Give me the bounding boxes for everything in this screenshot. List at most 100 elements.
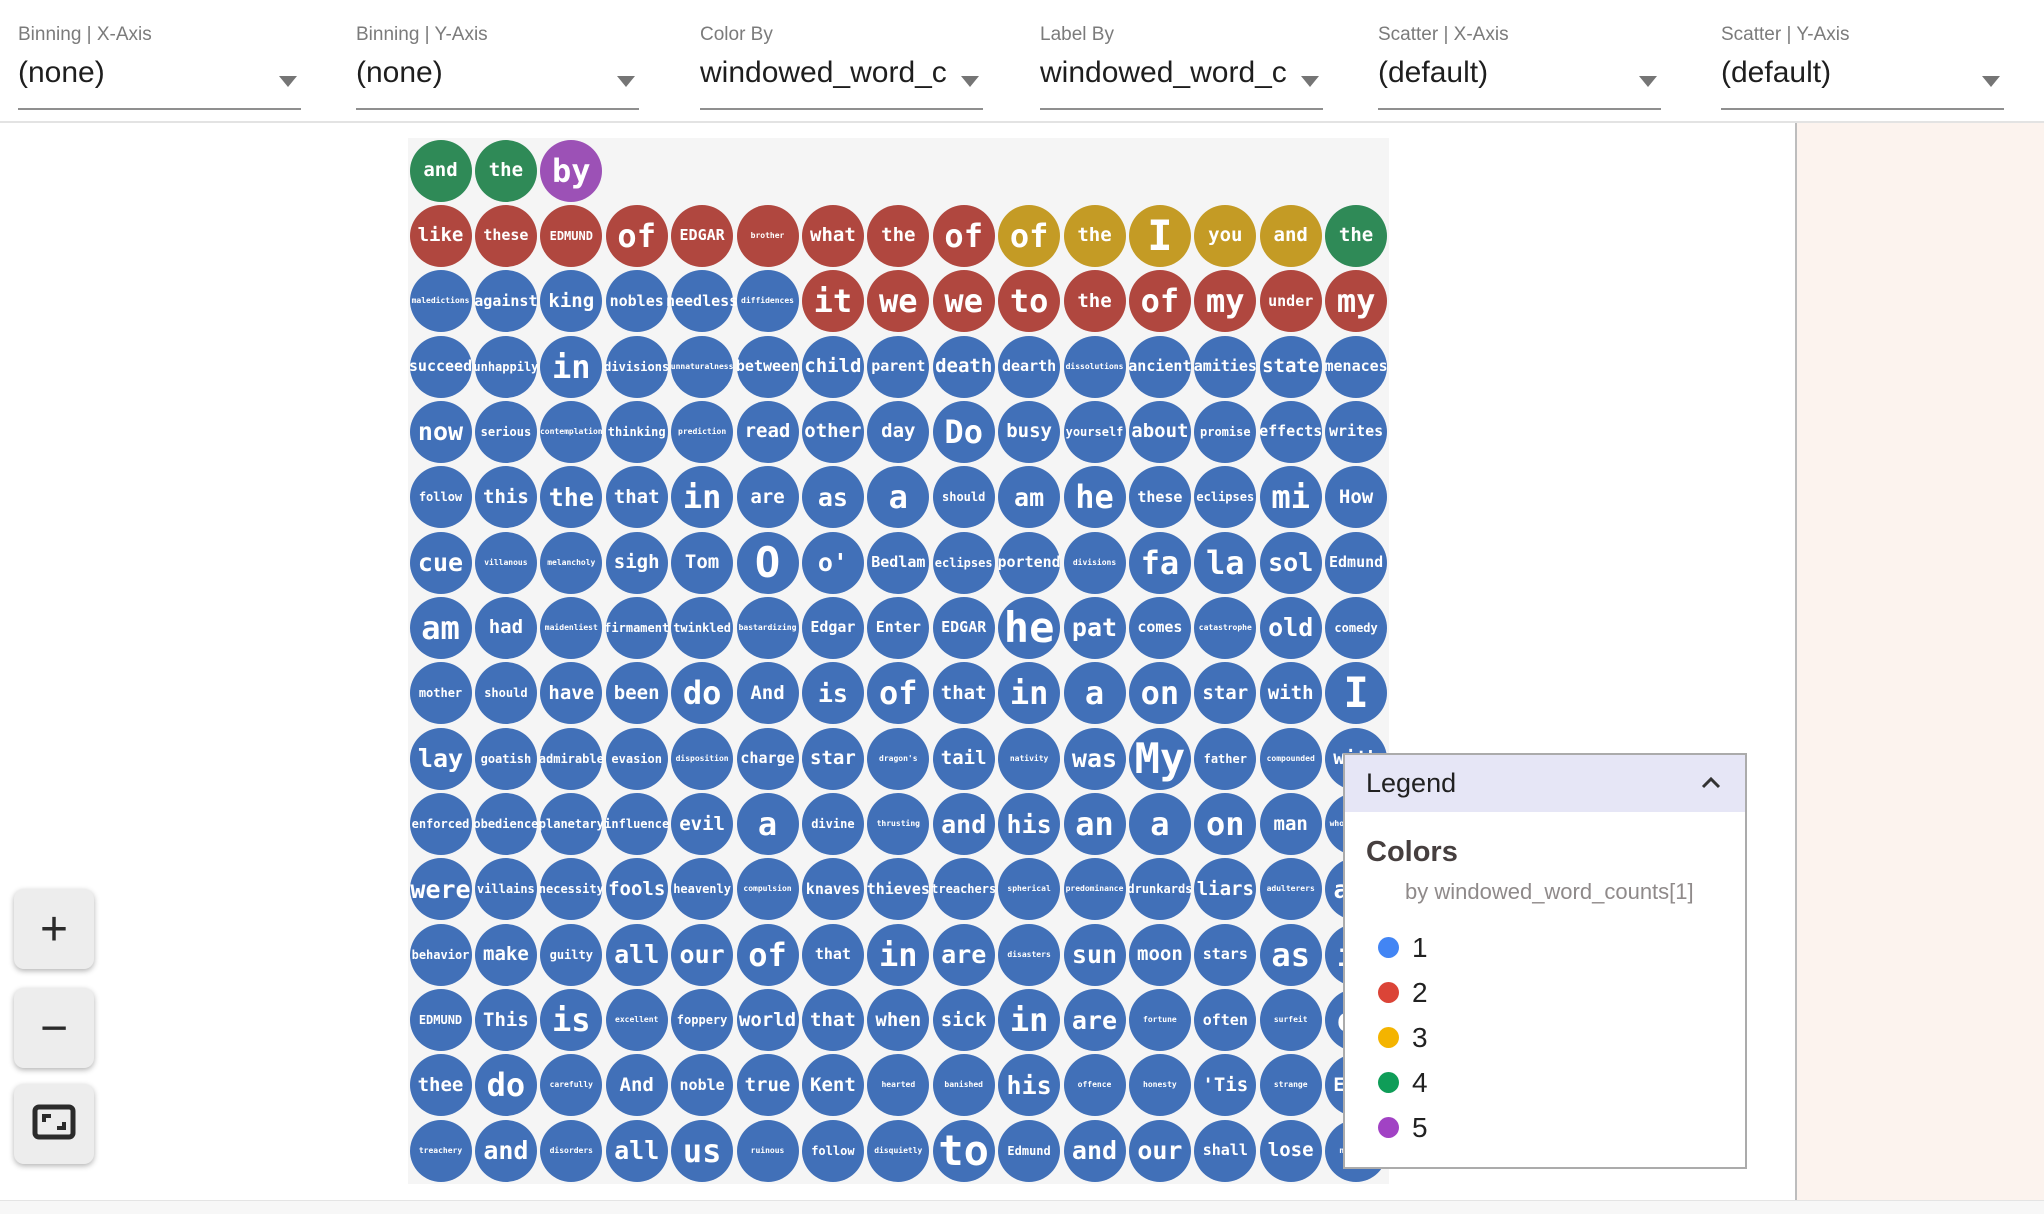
word-bubble[interactable]: drunkards <box>1127 858 1192 921</box>
word-bubble[interactable]: that <box>801 923 864 986</box>
word-bubble[interactable]: Edgar <box>801 596 864 659</box>
word-bubble[interactable]: nativity <box>998 727 1061 790</box>
word-bubble[interactable]: the <box>474 139 537 202</box>
word-bubble[interactable]: that <box>932 662 995 725</box>
word-bubble[interactable]: ruinous <box>736 1119 799 1182</box>
word-bubble[interactable]: menaces <box>1324 335 1388 398</box>
word-bubble[interactable]: EDGAR <box>932 596 995 659</box>
word-bubble[interactable]: like <box>409 204 472 267</box>
word-bubble[interactable]: our <box>1128 1119 1191 1182</box>
word-bubble[interactable]: true <box>736 1054 799 1117</box>
word-bubble[interactable]: brother <box>736 204 799 267</box>
word-bubble[interactable]: have <box>540 662 603 725</box>
word-bubble[interactable]: My <box>1128 727 1191 790</box>
word-bubble[interactable]: fools <box>605 858 668 921</box>
word-bubble[interactable]: liars <box>1194 858 1257 921</box>
word-bubble[interactable]: prediction <box>671 400 734 463</box>
word-bubble[interactable]: needless <box>666 270 738 333</box>
word-bubble[interactable]: predominance <box>1063 858 1126 921</box>
word-bubble[interactable]: mi <box>1259 466 1322 529</box>
word-bubble[interactable]: I <box>1128 204 1191 267</box>
word-bubble[interactable]: divisions <box>604 335 669 398</box>
word-bubble[interactable]: it <box>801 270 864 333</box>
word-bubble[interactable]: of <box>932 204 995 267</box>
word-bubble[interactable]: to <box>932 1119 995 1182</box>
word-bubble[interactable]: of <box>605 204 668 267</box>
word-bubble[interactable]: mother <box>409 662 472 725</box>
word-bubble[interactable]: the <box>1063 270 1126 333</box>
word-bubble[interactable]: in <box>867 923 930 986</box>
word-bubble[interactable]: disorders <box>540 1119 603 1182</box>
word-bubble[interactable]: And <box>736 662 799 725</box>
word-bubble[interactable]: state <box>1259 335 1322 398</box>
word-bubble[interactable]: obedience <box>473 793 538 855</box>
word-bubble[interactable]: eclipses <box>932 531 995 594</box>
word-bubble[interactable]: that <box>605 466 668 529</box>
word-bubble[interactable]: all <box>605 923 668 986</box>
word-bubble[interactable]: la <box>1194 531 1257 594</box>
word-bubble[interactable]: treachers <box>931 858 996 921</box>
word-bubble[interactable]: unnaturalness <box>671 335 733 398</box>
word-bubble[interactable]: was <box>1063 727 1126 790</box>
word-bubble[interactable]: follow <box>409 466 472 529</box>
word-bubble[interactable]: other <box>801 400 864 463</box>
dropdown-arrow-icon[interactable] <box>961 76 979 87</box>
word-bubble[interactable]: often <box>1194 989 1257 1052</box>
word-bubble[interactable]: heavenly <box>671 858 734 921</box>
word-bubble[interactable]: follow <box>801 1119 864 1182</box>
word-bubble[interactable]: banished <box>932 1054 995 1117</box>
word-bubble[interactable]: sick <box>932 989 995 1052</box>
word-bubble[interactable]: O <box>736 531 799 594</box>
word-bubble[interactable]: dearth <box>998 335 1061 398</box>
word-bubble[interactable]: his <box>998 1054 1061 1117</box>
word-bubble[interactable]: hearted <box>867 1054 930 1117</box>
word-bubble[interactable]: behavior <box>409 923 472 986</box>
word-bubble[interactable]: unhappily <box>473 335 538 398</box>
word-bubble[interactable]: the <box>1325 204 1388 267</box>
word-bubble[interactable]: EDMUND <box>409 989 472 1052</box>
word-bubble[interactable]: fa <box>1128 531 1191 594</box>
word-bubble[interactable]: thinking <box>605 400 668 463</box>
word-bubble[interactable]: admirable <box>539 727 604 790</box>
word-bubble[interactable]: firmament <box>604 596 669 659</box>
word-bubble[interactable]: should <box>932 466 995 529</box>
word-bubble[interactable]: And <box>605 1054 668 1117</box>
word-bubble[interactable]: compulsion <box>736 858 799 921</box>
word-bubble[interactable]: shall <box>1194 1119 1257 1182</box>
word-bubble[interactable]: Do <box>932 400 995 463</box>
word-bubble[interactable]: should <box>474 662 537 725</box>
word-bubble[interactable]: star <box>801 727 864 790</box>
word-bubble[interactable]: you <box>1194 204 1257 267</box>
word-bubble[interactable]: ancient <box>1128 335 1192 398</box>
word-bubble[interactable]: carefully <box>540 1054 603 1117</box>
word-bubble[interactable]: divisions <box>1063 531 1126 594</box>
word-bubble[interactable]: man <box>1259 793 1322 855</box>
word-bubble[interactable]: an <box>1063 793 1126 855</box>
dropdown-binning-y-axis[interactable]: Binning | Y-Axis(none) <box>356 0 639 112</box>
word-bubble[interactable]: his <box>998 793 1061 855</box>
word-bubble[interactable]: the <box>1063 204 1126 267</box>
word-bubble[interactable]: enforced <box>409 793 472 855</box>
word-bubble[interactable]: comedy <box>1325 596 1388 659</box>
word-bubble[interactable]: surfeit <box>1259 989 1322 1052</box>
word-bubble[interactable]: writes <box>1325 400 1388 463</box>
word-bubble[interactable]: now <box>409 400 472 463</box>
legend-item[interactable]: 2 <box>1365 970 1725 1015</box>
dropdown-arrow-icon[interactable] <box>617 76 635 87</box>
word-bubble[interactable]: maledictions <box>409 270 472 333</box>
word-bubble[interactable]: as <box>801 466 864 529</box>
word-bubble[interactable]: foppery <box>671 989 734 1052</box>
word-bubble[interactable]: Edmund <box>998 1119 1061 1182</box>
word-bubble[interactable]: amities <box>1194 335 1257 398</box>
word-bubble[interactable]: under <box>1259 270 1322 333</box>
word-bubble[interactable]: had <box>474 596 537 659</box>
dropdown-value[interactable]: windowed_word_c <box>1040 56 1287 89</box>
word-bubble[interactable]: villains <box>474 858 537 921</box>
word-bubble[interactable]: to <box>998 270 1061 333</box>
word-bubble[interactable]: in <box>671 466 734 529</box>
word-bubble[interactable]: that <box>801 989 864 1052</box>
word-bubble[interactable]: comes <box>1128 596 1191 659</box>
word-bubble[interactable]: knaves <box>801 858 864 921</box>
word-bubble[interactable]: guilty <box>540 923 603 986</box>
word-bubble[interactable]: noble <box>671 1054 734 1117</box>
